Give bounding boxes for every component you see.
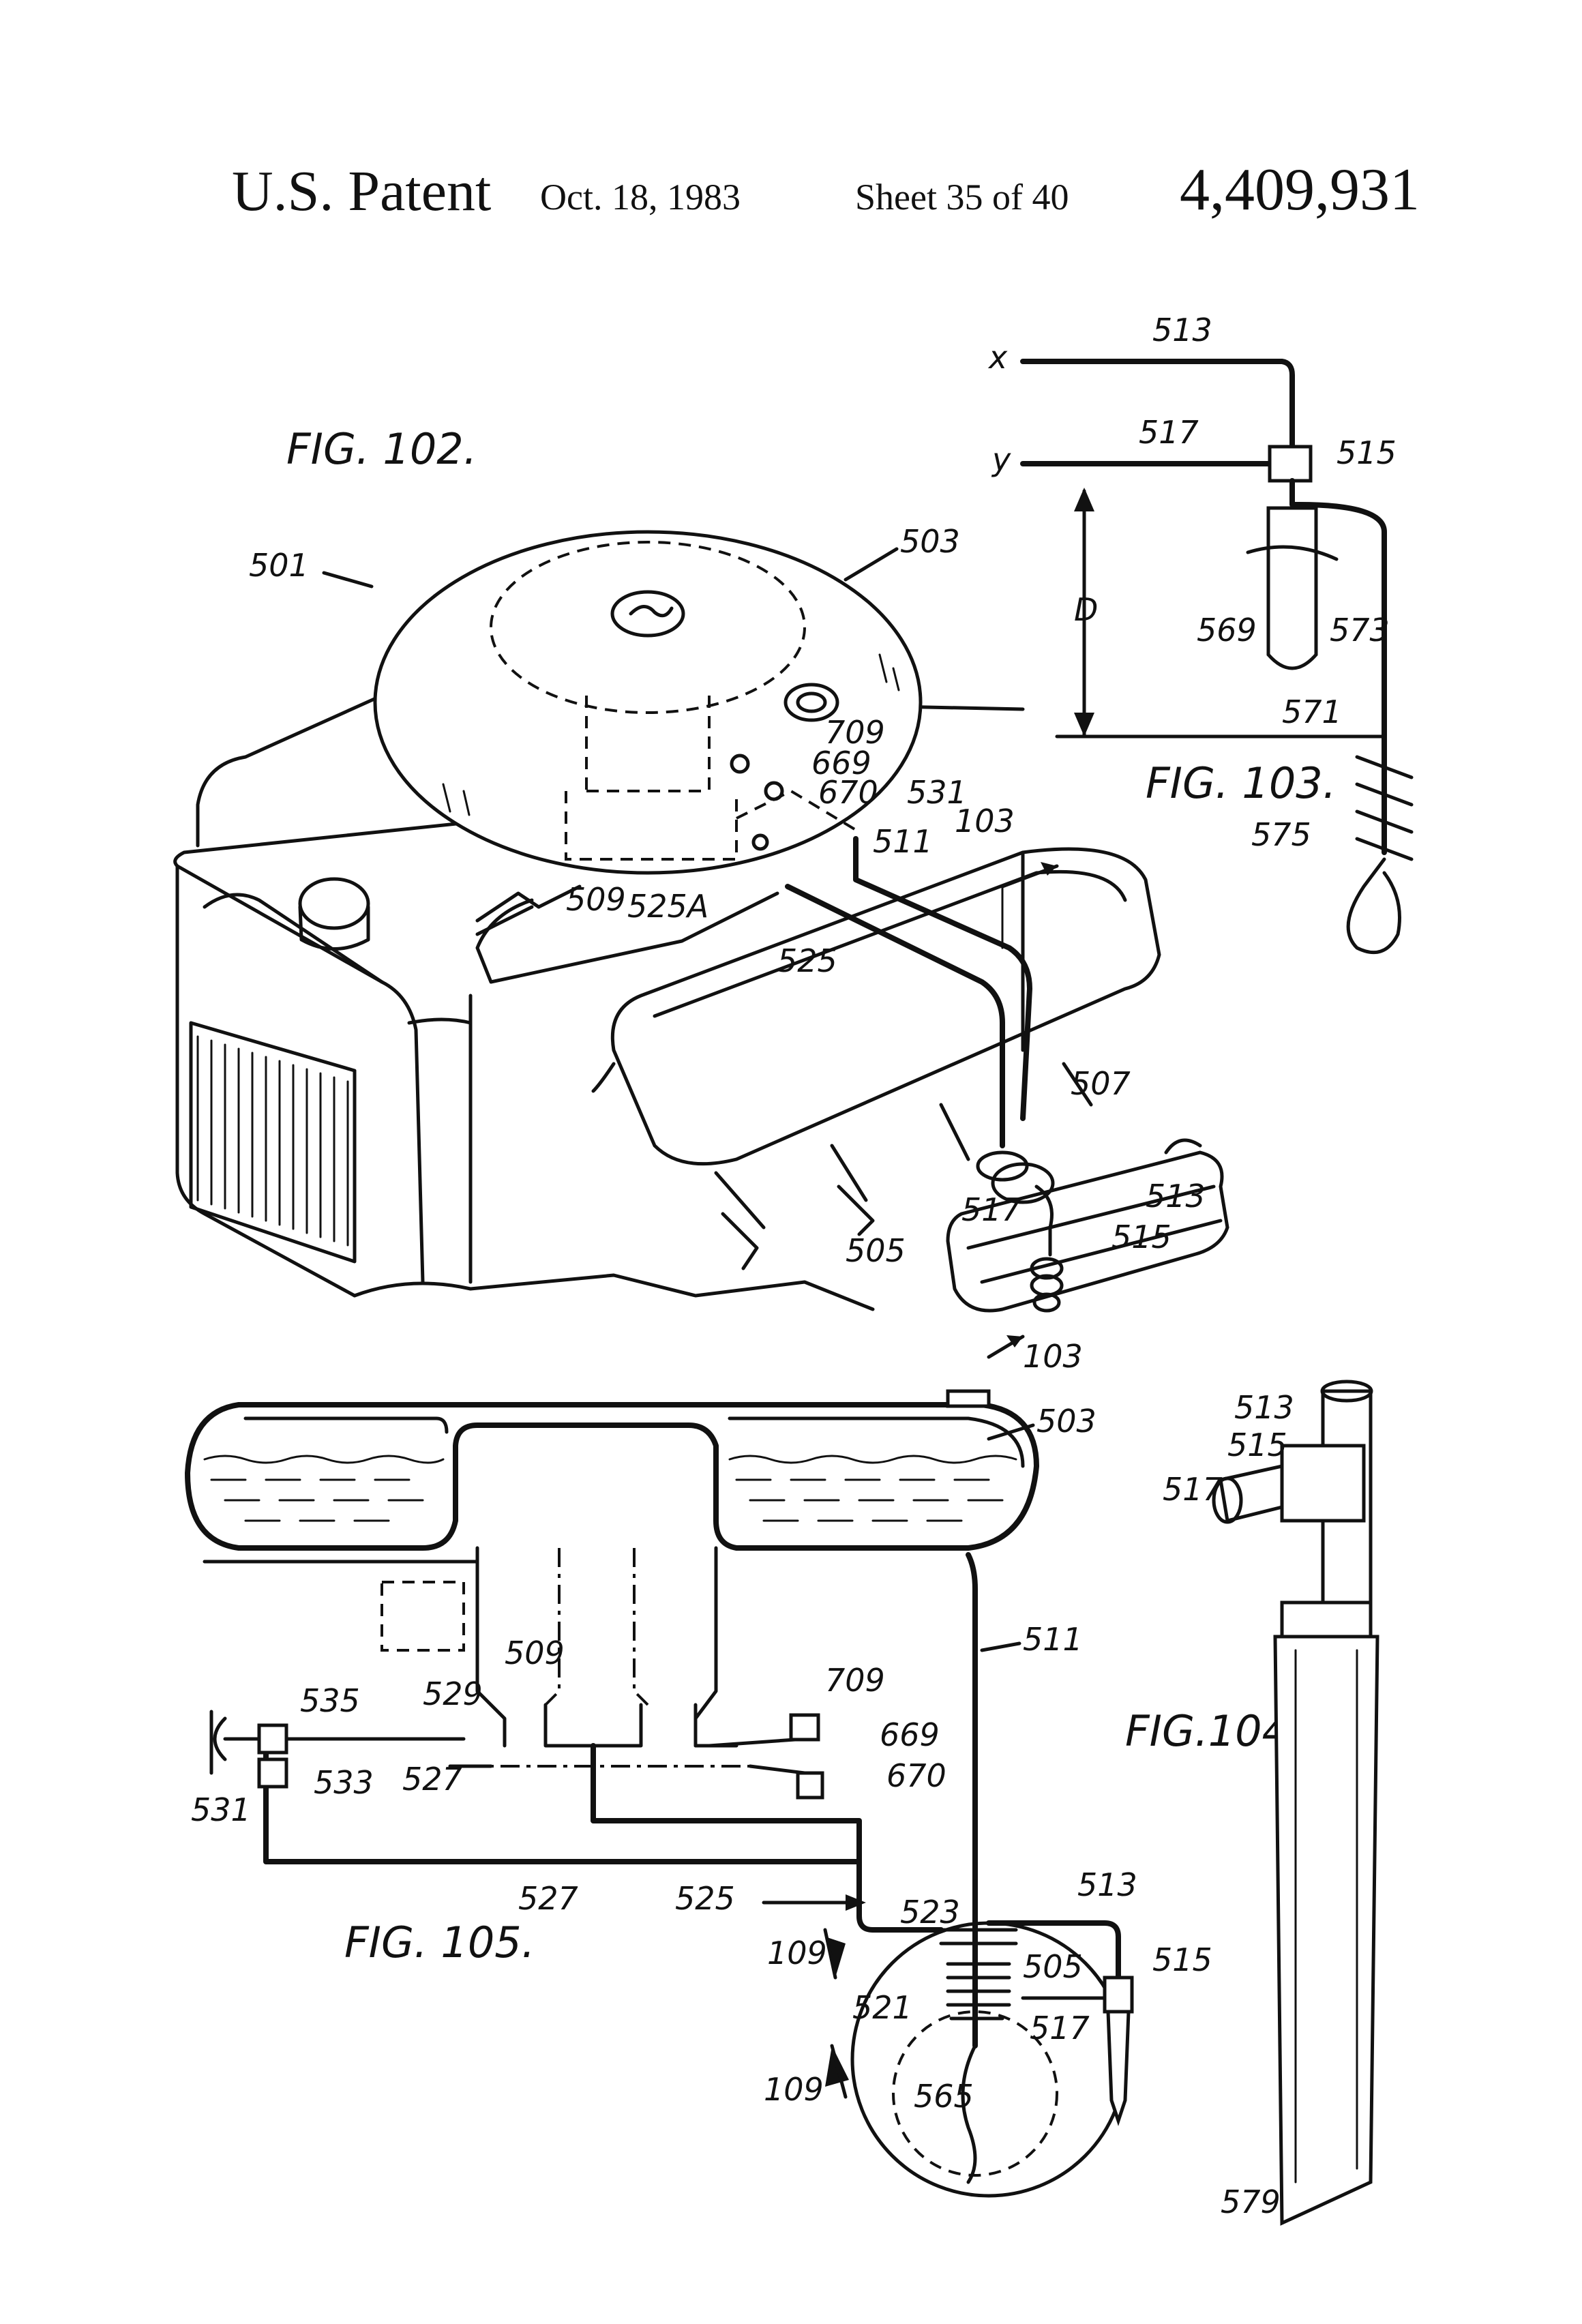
label-535: 535 [300,1682,360,1719]
label-517-fig105: 517 [1030,2010,1090,2046]
label-573: 573 [1330,612,1390,649]
branch-517-fig104 [1221,1466,1282,1521]
label-505: 505 [846,1232,906,1269]
label-103-bottom: 103 [1023,1338,1083,1375]
figure-105: FIG. 105. [188,1391,1212,2196]
label-x: x [987,339,1008,376]
label-575: 575 [1251,816,1311,853]
label-109-bottom: 109 [764,2071,824,2108]
label-507: 507 [1071,1065,1131,1102]
label-529: 529 [423,1675,483,1712]
label-103-top: 103 [955,803,1015,839]
trap-569 [1268,508,1316,668]
label-509: 509 [566,881,626,918]
line-511 [968,1555,975,1882]
label-525-fig105: 525 [675,1880,735,1917]
cooling-grille [191,1023,355,1262]
label-503: 503 [900,523,960,560]
label-517-fig103: 517 [1139,414,1199,451]
label-d: D [1074,591,1098,628]
tee-515-fig105 [1105,1978,1132,2012]
label-565: 565 [914,2078,974,2115]
figure-102-caption: FIG. 102. [286,424,477,474]
label-525: 525 [777,942,837,979]
air-cleaner-503 [375,532,921,873]
label-669-fig105: 669 [880,1716,940,1753]
label-515-fig103: 515 [1337,434,1397,471]
label-569: 569 [1197,612,1257,649]
line-527 [266,1746,859,1862]
label-y: y [991,441,1011,478]
label-513: 513 [1146,1178,1206,1215]
component-535 [259,1725,286,1753]
label-513-fig103: 513 [1152,312,1212,348]
label-509-fig105: 509 [505,1635,565,1671]
label-670: 670 [818,774,878,811]
figure-105-caption: FIG. 105. [344,1918,535,1967]
figure-103-caption: FIG. 103. [1146,758,1336,808]
tee-515 [1270,447,1311,481]
label-521: 521 [852,1989,912,2026]
coil-505 [941,1930,1016,2018]
label-109-top: 109 [767,1935,827,1971]
label-517: 517 [961,1191,1021,1228]
leader-501 [324,573,372,586]
label-511-fig105: 511 [1023,1621,1083,1658]
component-533 [259,1759,286,1787]
label-517-fig104: 517 [1163,1471,1223,1508]
label-515-fig105: 515 [1152,1941,1212,1978]
tee-515-fig104 [1282,1446,1364,1521]
leader-503 [846,549,897,580]
label-527-upper: 527 [402,1761,462,1798]
label-531-fig105: 531 [191,1791,251,1828]
label-571: 571 [1282,694,1342,730]
label-533: 533 [314,1764,374,1801]
label-513-fig105: 513 [1077,1866,1137,1903]
label-527-lower: 527 [518,1880,578,1917]
filler-cap [300,879,368,949]
label-511: 511 [873,823,933,860]
label-501: 501 [249,547,309,584]
figure-104: FIG.104. 513 515 517 579 [1125,1382,1377,2223]
label-505-fig105: 505 [1023,1948,1083,1985]
label-523: 523 [900,1894,960,1931]
sleeve-579 [1275,1637,1377,2223]
label-503-fig105: 503 [1036,1403,1096,1440]
hook-575 [1348,859,1399,953]
label-513-fig104: 513 [1234,1389,1294,1426]
label-525a: 525A [627,888,708,925]
trap-fig105 [1108,2012,1129,2121]
label-515: 515 [1111,1219,1171,1255]
label-579: 579 [1221,2184,1281,2220]
label-709-fig105: 709 [825,1662,885,1699]
tank-cross-section [188,1391,1036,1548]
label-670-fig105: 670 [886,1757,946,1794]
figure-102: FIG. 102. [175,424,1227,1375]
label-515-fig104: 515 [1227,1427,1287,1463]
